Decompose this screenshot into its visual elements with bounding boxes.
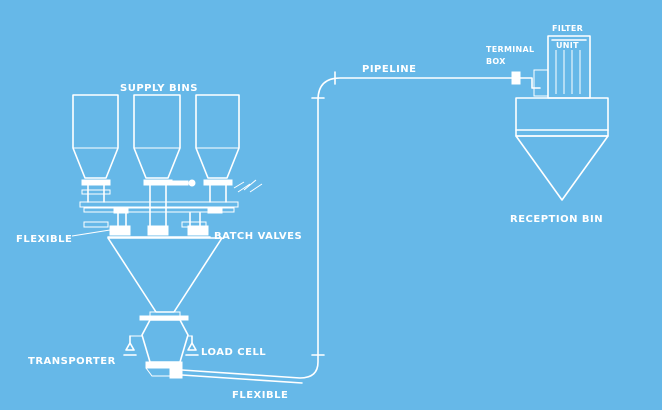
label-pipeline: PIPELINE: [362, 64, 417, 75]
terminal-box: [511, 71, 541, 89]
load-cell-left: [123, 335, 142, 356]
supply-bin-2: [133, 94, 196, 203]
label-flexible-top: FLEXIBLE: [16, 234, 72, 245]
label-batch-valves: BATCH VALVES: [214, 231, 302, 242]
label-reception-bin: RECEPTION BIN: [510, 214, 603, 225]
transporter: [139, 311, 189, 379]
label-flexible-bottom: FLEXIBLE: [232, 390, 288, 401]
label-load-cell: LOAD CELL: [201, 347, 266, 358]
pipeline: [181, 71, 513, 384]
supply-bins: [72, 94, 263, 203]
batch-valve-assembly: [71, 201, 239, 238]
supply-bin-3: [195, 94, 263, 203]
label-filter: FILTER: [552, 24, 583, 33]
label-box: BOX: [486, 57, 506, 66]
load-cell-right: [185, 335, 199, 356]
label-unit: UNIT: [556, 41, 579, 50]
supply-bin-1: [72, 94, 119, 203]
label-transporter: TRANSPORTER: [28, 356, 116, 367]
label-supply-bins: SUPPLY BINS: [120, 83, 198, 94]
collecting-hopper: [107, 237, 223, 313]
reception-bin: [515, 97, 609, 201]
label-terminal: TERMINAL: [486, 45, 534, 54]
